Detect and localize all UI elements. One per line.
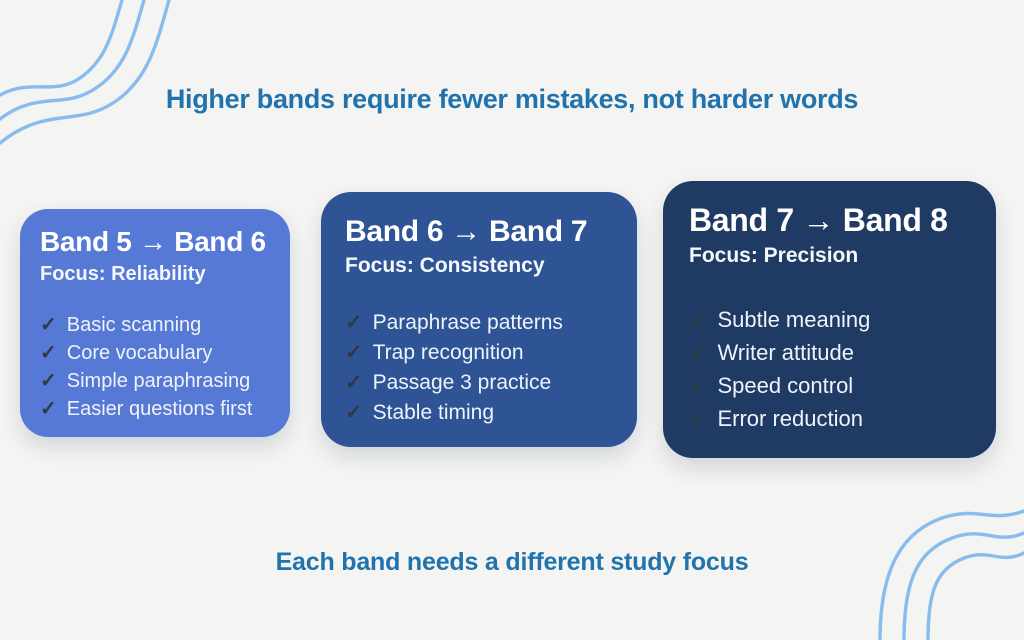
- card-focus-label: Focus: Reliability: [40, 263, 206, 285]
- checklist-item-label: Core vocabulary: [66, 342, 213, 364]
- checklist-item-label: Paraphrase patterns: [372, 311, 563, 334]
- card-title: Band 5 → Band 6: [40, 226, 266, 257]
- card-title: Band 7 → Band 8: [689, 202, 948, 238]
- check-icon: ✓: [345, 371, 363, 394]
- band-6-to-7-card: Band 6 → Band 7 Focus: Consistency ✓ Par…: [321, 192, 637, 447]
- checklist-item: ✓ Passage 3 practice: [345, 368, 617, 398]
- checklist-item: ✓ Core vocabulary: [40, 339, 274, 367]
- band-7-to-8-card: Band 7 → Band 8 Focus: Precision ✓ Subtl…: [663, 181, 996, 458]
- checklist-item-label: Passage 3 practice: [372, 371, 552, 394]
- checklist-item: ✓ Speed control: [689, 369, 978, 402]
- check-icon: ✓: [345, 311, 363, 334]
- checklist-item: ✓ Trap recognition: [345, 338, 617, 368]
- checklist-item-label: Subtle meaning: [717, 307, 871, 332]
- checklist-item-label: Trap recognition: [372, 341, 524, 364]
- check-icon: ✓: [40, 314, 57, 336]
- checklist-item: ✓ Paraphrase patterns: [345, 308, 617, 338]
- card-focus-label: Focus: Consistency: [345, 254, 545, 277]
- check-icon: ✓: [689, 373, 708, 398]
- wave-decoration-top-left: [0, 0, 171, 145]
- footer-caption: Each band needs a different study focus: [275, 548, 749, 576]
- check-icon: ✓: [40, 370, 57, 392]
- card-focus-label: Focus: Precision: [689, 244, 859, 267]
- checklist-item: ✓ Error reduction: [689, 402, 978, 435]
- check-icon: ✓: [689, 340, 708, 365]
- checklist-item-label: Writer attitude: [717, 340, 854, 365]
- checklist-item: ✓ Subtle meaning: [689, 303, 978, 336]
- checklist-item: ✓ Writer attitude: [689, 336, 978, 369]
- checklist-item: ✓ Easier questions first: [40, 395, 274, 423]
- card-checklist: ✓ Basic scanning ✓ Core vocabulary ✓ Sim…: [40, 311, 274, 423]
- band-5-to-6-card: Band 5 → Band 6 Focus: Reliability ✓ Bas…: [20, 209, 290, 437]
- checklist-item-label: Error reduction: [717, 406, 863, 431]
- card-checklist: ✓ Subtle meaning ✓ Writer attitude ✓ Spe…: [689, 303, 978, 435]
- card-title: Band 6 → Band 7: [345, 215, 588, 248]
- check-icon: ✓: [689, 406, 708, 431]
- checklist-item-label: Simple paraphrasing: [66, 370, 251, 392]
- checklist-item-label: Easier questions first: [66, 398, 253, 420]
- check-icon: ✓: [689, 307, 708, 332]
- check-icon: ✓: [40, 398, 57, 420]
- card-checklist: ✓ Paraphrase patterns ✓ Trap recognition…: [345, 308, 617, 428]
- page-title: Higher bands require fewer mistakes, not…: [165, 84, 859, 114]
- checklist-item-label: Speed control: [717, 373, 854, 398]
- check-icon: ✓: [345, 341, 363, 364]
- checklist-item: ✓ Basic scanning: [40, 311, 274, 339]
- checklist-item-label: Stable timing: [372, 401, 495, 424]
- checklist-item: ✓ Stable timing: [345, 398, 617, 428]
- checklist-item: ✓ Simple paraphrasing: [40, 367, 274, 395]
- check-icon: ✓: [40, 342, 57, 364]
- checklist-item-label: Basic scanning: [66, 314, 202, 336]
- check-icon: ✓: [345, 401, 363, 424]
